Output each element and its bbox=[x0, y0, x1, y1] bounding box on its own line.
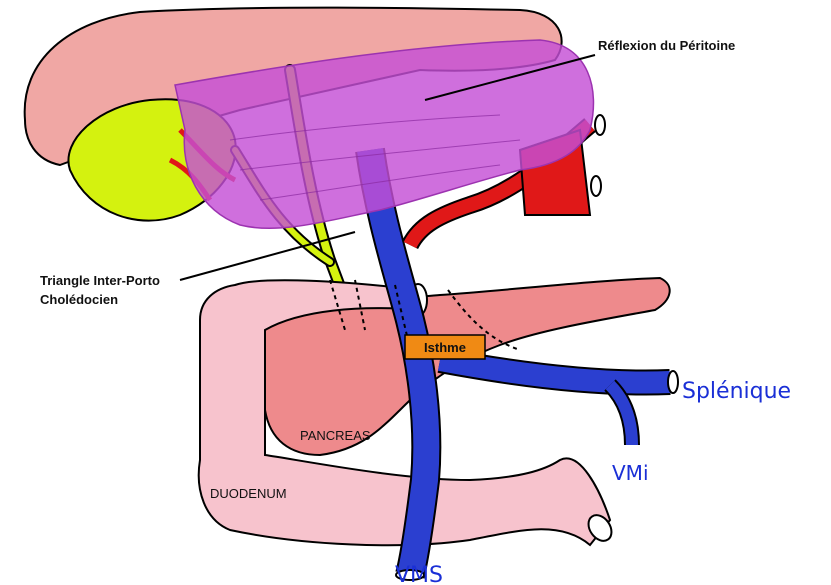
vmi-label: VMi bbox=[612, 461, 649, 485]
vms-label: VMS bbox=[395, 563, 443, 585]
duodenum-label: DUODENUM bbox=[210, 486, 287, 501]
pancreas-label: PANCREAS bbox=[300, 428, 371, 443]
triangle-label-line2: Cholédocien bbox=[40, 292, 118, 307]
reflexion-label: Réflexion du Péritoine bbox=[598, 38, 735, 53]
isthme-label: Isthme bbox=[424, 340, 466, 355]
splenique-label: Splénique bbox=[682, 379, 791, 404]
triangle-label-line1: Triangle Inter-Porto bbox=[40, 273, 160, 288]
